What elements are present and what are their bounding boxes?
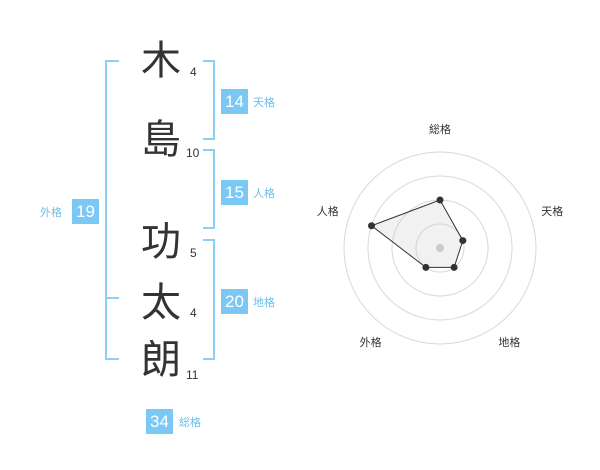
chikaku-bracket — [203, 239, 215, 360]
radar-point-0 — [436, 196, 444, 204]
stroke-count-2: 10 — [186, 146, 200, 160]
stroke-count-3: 5 — [190, 246, 197, 260]
name-char-3: 功 — [141, 219, 181, 265]
radar-point-4 — [368, 222, 376, 230]
radar-point-3 — [422, 263, 430, 271]
radar-rings — [343, 151, 537, 345]
gaikaku-bracket — [105, 60, 119, 360]
gaikaku-label: 外格 — [40, 206, 62, 219]
radar-shape — [370, 199, 464, 268]
stroke-count-5: 11 — [186, 368, 199, 382]
radar-point-2 — [450, 263, 458, 271]
radar-ring-3 — [367, 175, 513, 321]
tenkaku-label: 天格 — [253, 96, 275, 109]
jinkaku-value: 15 — [221, 180, 248, 205]
gaikaku-bracket-divider — [105, 297, 119, 299]
stroke-count-1: 4 — [190, 65, 197, 79]
tenkaku-bracket — [203, 60, 215, 140]
chikaku-label: 地格 — [253, 296, 275, 309]
radar-axis-label-3: 外格 — [359, 336, 382, 350]
name-char-2: 島 — [141, 117, 181, 163]
soukaku-value: 34 — [146, 409, 173, 434]
radar-point-1 — [459, 237, 467, 245]
name-char-5: 朗 — [141, 337, 181, 383]
soukaku-label: 総格 — [179, 416, 201, 429]
radar-polygon — [370, 199, 464, 268]
radar-ring-4 — [343, 151, 537, 345]
radar-axis-label-0: 総格 — [429, 123, 451, 136]
gaikaku-value: 19 — [72, 199, 99, 224]
radar-axis-label-4: 人格 — [316, 204, 339, 218]
radar-ring-1 — [415, 223, 465, 273]
chikaku-value: 20 — [221, 289, 248, 314]
radar-axis-label-2: 地格 — [498, 336, 521, 350]
jinkaku-bracket — [203, 149, 215, 229]
jinkaku-label: 人格 — [253, 187, 275, 200]
name-char-4: 太 — [141, 280, 181, 326]
tenkaku-value: 14 — [221, 89, 248, 114]
radar-axis-label-1: 天格 — [541, 204, 564, 218]
name-char-1: 木 — [141, 38, 181, 84]
stroke-count-4: 4 — [190, 306, 197, 320]
radar-center — [436, 244, 444, 252]
radar-points — [368, 196, 467, 271]
